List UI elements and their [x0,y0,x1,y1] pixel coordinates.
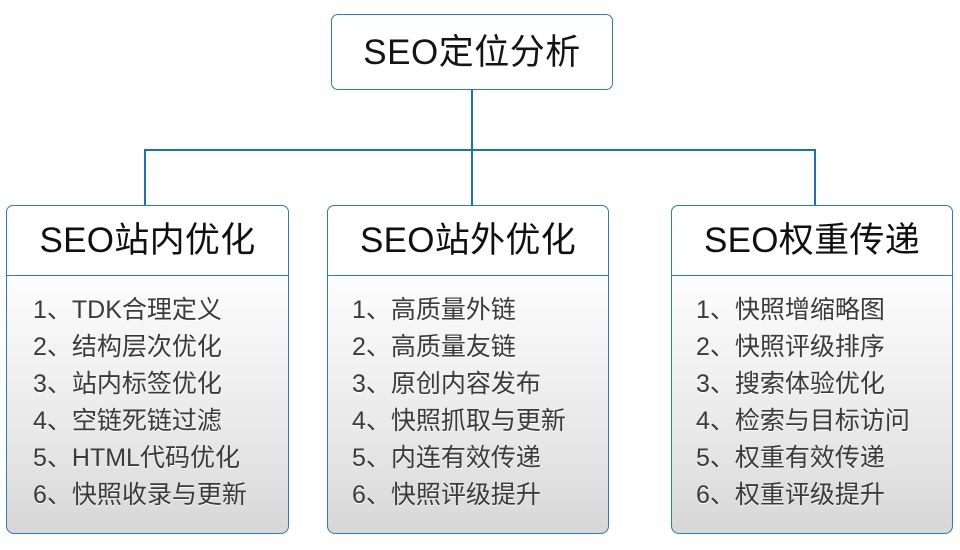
list-item: 5、HTML代码优化 [33,444,240,472]
list-item: 2、快照评级排序 [696,333,885,361]
list-item: 6、快照收录与更新 [33,481,247,509]
list-item: 6、快照评级提升 [352,481,541,509]
branch-column-1: SEO站内优化 1、TDK合理定义 2、结构层次优化 3、站内标签优化 4、空链… [6,205,289,534]
branch-1-body: 1、TDK合理定义 2、结构层次优化 3、站内标签优化 4、空链死链过滤 5、H… [6,276,289,534]
branch-3-body: 1、快照增缩略图 2、快照评级排序 3、搜索体验优化 4、检索与目标访问 5、权… [671,276,953,534]
list-item: 1、TDK合理定义 [33,296,222,324]
branch-2-header: SEO站外优化 [327,205,609,276]
connector-branch-3-vertical [814,149,816,206]
branch-column-2: SEO站外优化 1、高质量外链 2、高质量友链 3、原创内容发布 4、快照抓取与… [327,205,609,534]
branch-1-title: SEO站内优化 [39,221,256,260]
root-node: SEO定位分析 [331,14,613,90]
list-item: 2、高质量友链 [352,333,516,361]
root-node-label: SEO定位分析 [363,32,581,72]
branch-2-item-list: 1、高质量外链 2、高质量友链 3、原创内容发布 4、快照抓取与更新 5、内连有… [328,292,608,514]
branch-3-header: SEO权重传递 [671,205,953,276]
connector-horizontal-bar [144,149,816,151]
list-item: 1、快照增缩略图 [696,296,885,324]
branch-3-title: SEO权重传递 [703,221,920,260]
list-item: 4、快照抓取与更新 [352,407,566,435]
list-item: 5、权重有效传递 [696,444,885,472]
list-item: 3、原创内容发布 [352,370,541,398]
branch-3-item-list: 1、快照增缩略图 2、快照评级排序 3、搜索体验优化 4、检索与目标访问 5、权… [672,292,952,514]
branch-2-title: SEO站外优化 [359,221,576,260]
branch-column-3: SEO权重传递 1、快照增缩略图 2、快照评级排序 3、搜索体验优化 4、检索与… [671,205,953,534]
list-item: 5、内连有效传递 [352,444,541,472]
list-item: 4、检索与目标访问 [696,407,910,435]
list-item: 6、权重评级提升 [696,481,885,509]
list-item: 4、空链死链过滤 [33,407,222,435]
connector-branch-2-vertical [471,149,473,206]
branch-2-body: 1、高质量外链 2、高质量友链 3、原创内容发布 4、快照抓取与更新 5、内连有… [327,276,609,534]
connector-root-vertical [471,90,473,151]
list-item: 3、站内标签优化 [33,370,222,398]
list-item: 2、结构层次优化 [33,333,222,361]
list-item: 3、搜索体验优化 [696,370,885,398]
list-item: 1、高质量外链 [352,296,516,324]
branch-1-item-list: 1、TDK合理定义 2、结构层次优化 3、站内标签优化 4、空链死链过滤 5、H… [7,292,288,514]
connector-branch-1-vertical [144,149,146,206]
branch-1-header: SEO站内优化 [6,205,289,276]
